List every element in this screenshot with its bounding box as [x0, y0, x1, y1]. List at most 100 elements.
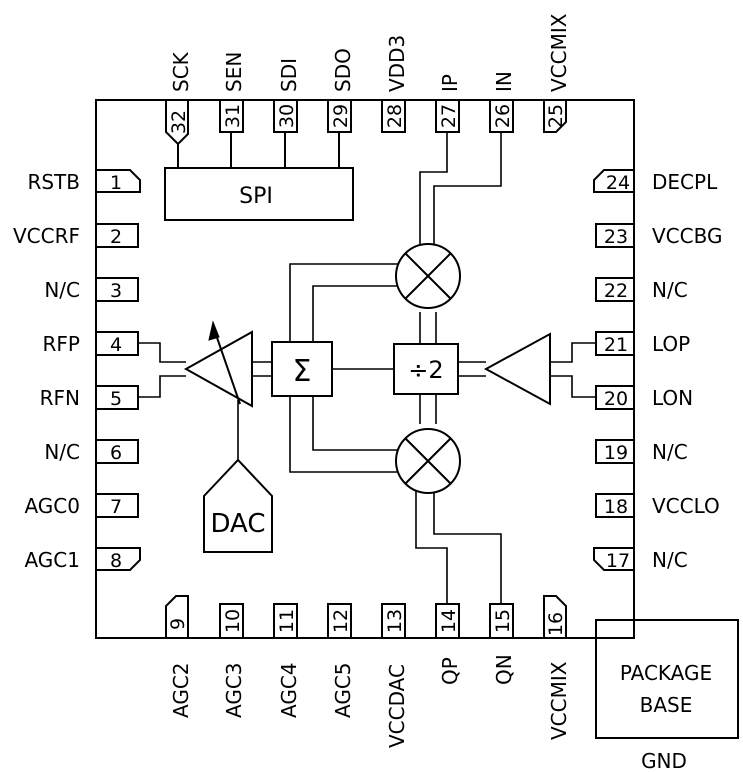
package-base-label-line2: BASE — [640, 693, 693, 717]
pin-32: SCK 32 — [165, 51, 193, 146]
pin-9-number: 9 — [167, 618, 189, 630]
pin-1-name: RSTB — [27, 170, 80, 194]
pin-13-name: VCCDAC — [385, 664, 409, 748]
right-pins: 24 DECPL 23 VCCBG 22 N/C 21 LOP 20 LON 1… — [593, 169, 722, 572]
pin-25-name: VCCMIX — [547, 13, 571, 92]
pin-23-number: 23 — [604, 226, 628, 248]
pin-26-number: 26 — [492, 104, 514, 128]
pin-12-number: 12 — [330, 609, 352, 633]
pin-14-number: 14 — [438, 609, 460, 633]
pin-4-number: 4 — [110, 334, 122, 356]
lo-buffer — [483, 332, 551, 406]
pin-23: 23 VCCBG — [595, 223, 722, 248]
package-outline — [95, 99, 635, 639]
pin-10-number: 10 — [222, 609, 244, 633]
pin-8: AGC1 8 — [24, 547, 141, 572]
pin-11-name: AGC4 — [277, 662, 301, 718]
pin-21-name: LOP — [652, 332, 690, 356]
top-pins: SCK 32 SEN 31 SDI 30 SDO 29 VDD3 28 IP 2… — [165, 13, 571, 146]
pin-18-number: 18 — [604, 496, 628, 518]
pin-12-name: AGC5 — [331, 662, 355, 718]
pin-15-name: QN — [492, 654, 516, 685]
pin-11-number: 11 — [276, 609, 298, 633]
pin-30: SDI 30 — [273, 58, 301, 133]
pin-5-number: 5 — [110, 388, 122, 410]
pin-14: 14 QP — [435, 603, 462, 685]
package-base-label-line1: PACKAGE — [620, 661, 712, 685]
pin-27: IP 27 — [435, 74, 462, 133]
dac-label: DAC — [210, 509, 265, 539]
pin-17-number: 17 — [606, 550, 630, 572]
pin-5-name: RFN — [40, 386, 80, 410]
pin-31: SEN 31 — [219, 52, 246, 133]
pin-21: 21 LOP — [595, 331, 690, 356]
pin-25: VCCMIX 25 — [543, 13, 571, 133]
pin-13-number: 13 — [384, 609, 406, 633]
pin-3: N/C 3 — [44, 277, 139, 302]
pin-3-number: 3 — [110, 280, 122, 302]
pin-1: RSTB 1 — [27, 169, 141, 194]
pin-10-name: AGC3 — [222, 662, 246, 718]
gain-control-arrowhead — [208, 320, 220, 341]
pin-15-number: 15 — [492, 609, 514, 633]
pin-19-name: N/C — [652, 440, 688, 464]
pin-20-number: 20 — [604, 388, 628, 410]
pin-13: 13 VCCDAC — [381, 603, 409, 748]
summer-label: Σ — [293, 354, 312, 389]
pin-32-number: 32 — [168, 110, 190, 134]
pin-6-name: N/C — [44, 440, 80, 464]
pin-30-name: SDI — [277, 58, 301, 92]
pin-27-name: IP — [438, 74, 462, 92]
i-mixer — [395, 243, 461, 309]
left-pins: RSTB 1 VCCRF 2 N/C 3 RFP 4 RFN 5 N/C 6 — [13, 169, 141, 572]
internal-wiring — [138, 132, 596, 604]
pin-7-name: AGC0 — [24, 494, 80, 518]
pin-6-number: 6 — [110, 442, 122, 464]
q-mixer — [395, 428, 461, 494]
dac-block: DAC — [203, 458, 273, 553]
pin-15: 15 QN — [489, 603, 516, 685]
pin-3-name: N/C — [44, 278, 80, 302]
divider-block: ÷2 — [393, 343, 459, 395]
pin-19: 19 N/C — [595, 439, 688, 464]
pin-14-name: QP — [438, 657, 462, 685]
pin-16-number: 16 — [545, 612, 567, 636]
pin-29: SDO 29 — [327, 48, 355, 133]
pin-27-number: 27 — [438, 104, 460, 128]
spi-label: SPI — [239, 184, 273, 209]
pin-22: 22 N/C — [595, 277, 688, 302]
pin-30-number: 30 — [276, 104, 298, 128]
pin-1-number: 1 — [110, 172, 122, 194]
pin-26: IN 26 — [489, 71, 516, 133]
pin-28-number: 28 — [384, 104, 406, 128]
pin-32-name: SCK — [169, 51, 193, 92]
pin-25-number: 25 — [545, 104, 567, 128]
pin-8-name: AGC1 — [24, 548, 80, 572]
pin-12: 12 AGC5 — [327, 603, 355, 718]
gnd-label: GND — [641, 749, 687, 772]
divider-label: ÷2 — [408, 356, 443, 384]
pin-11: 11 AGC4 — [273, 603, 301, 718]
pin-22-name: N/C — [652, 278, 688, 302]
pin-5: RFN 5 — [40, 385, 139, 410]
rf-amplifier — [183, 320, 253, 408]
pin-23-name: VCCBG — [652, 224, 722, 248]
spi-block: SPI — [164, 167, 354, 221]
pin-31-name: SEN — [222, 52, 246, 92]
pin-8-number: 8 — [110, 550, 122, 572]
pin-21-number: 21 — [604, 334, 628, 356]
pin-28-name: VDD3 — [385, 35, 409, 92]
pin-6: N/C 6 — [44, 439, 139, 464]
pin-7-number: 7 — [110, 496, 122, 518]
pin-16-name: VCCMIX — [547, 661, 571, 740]
pin-24-name: DECPL — [652, 170, 718, 194]
pin-29-name: SDO — [331, 48, 355, 92]
pin-24: 24 DECPL — [593, 169, 718, 194]
pin-2-name: VCCRF — [13, 224, 80, 248]
pin-10: 10 AGC3 — [219, 603, 246, 718]
pin-22-number: 22 — [604, 280, 628, 302]
summer-block: Σ — [271, 341, 333, 397]
pin-29-number: 29 — [330, 104, 352, 128]
pin-4: RFP 4 — [43, 331, 139, 356]
